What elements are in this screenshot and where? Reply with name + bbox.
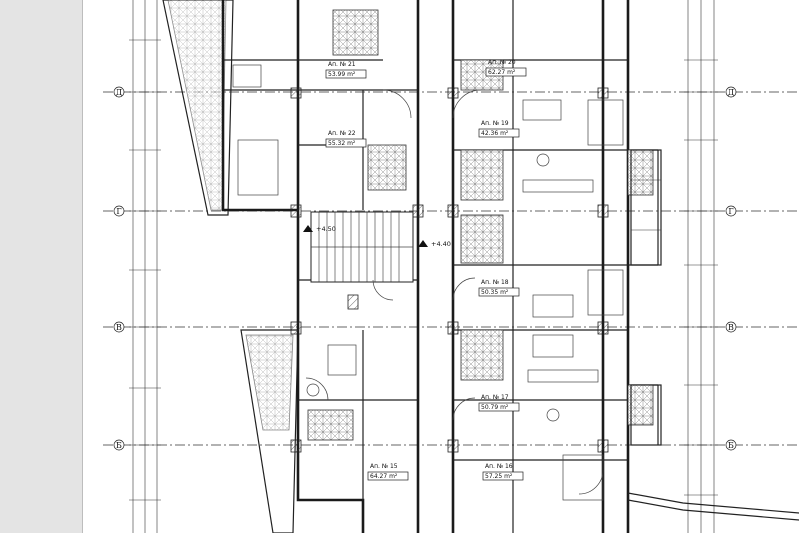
apartment-tag-17: Ап. № 17 50.79 m² — [478, 394, 520, 412]
axis-marker-d: Д Д — [113, 86, 737, 98]
apartment-tag-21: 53.99 m² — [325, 69, 367, 79]
balcony-lower — [240, 329, 299, 533]
level-mark-corridor: +4.40 — [418, 240, 451, 248]
exterior-walls — [221, 0, 630, 533]
apartment-tag-15: Ап. № 15 64.27 m² — [367, 463, 409, 481]
structural-columns — [290, 87, 609, 453]
svg-text:50.79 m²: 50.79 m² — [481, 404, 509, 411]
bathroom-tiles — [307, 9, 654, 441]
svg-text:Ап. № 21: Ап. № 21 — [328, 61, 356, 68]
apartment-tag-18: Ап. № 18 50.35 m² — [478, 279, 520, 297]
apartment-tag-19: Ап. № 19 42.36 m² — [478, 120, 520, 138]
axis-marker-v: В В — [113, 321, 737, 333]
right-facade-bays — [630, 149, 662, 446]
apartment-tag-20: Ап. № 20 62.27 m² — [485, 59, 527, 77]
staircase — [310, 211, 414, 283]
apartment-tag-21-label: Ап. № 21 — [328, 61, 356, 68]
svg-text:В: В — [116, 323, 122, 332]
balcony-bottom-right — [627, 492, 799, 521]
page-edge — [82, 0, 83, 533]
svg-text:Ап. № 18: Ап. № 18 — [481, 279, 509, 286]
svg-text:57.25 m²: 57.25 m² — [485, 473, 513, 480]
door-swings — [305, 89, 604, 495]
floor-plan: Д Д Г Г В В Б Б — [103, 0, 799, 533]
svg-text:Г: Г — [728, 207, 733, 216]
svg-text:Д: Д — [728, 88, 735, 97]
svg-text:В: В — [728, 323, 734, 332]
svg-text:55.32 m²: 55.32 m² — [328, 140, 356, 147]
svg-text:Б: Б — [116, 441, 122, 450]
svg-text:+4.40: +4.40 — [431, 240, 451, 248]
svg-text:Ап. № 20: Ап. № 20 — [488, 59, 516, 66]
svg-text:Г: Г — [116, 207, 121, 216]
svg-text:50.35 m²: 50.35 m² — [481, 289, 509, 296]
viewer-background — [0, 0, 82, 533]
interior-walls — [223, 0, 659, 533]
svg-text:Б: Б — [728, 441, 734, 450]
axis-marker-g: Г Г — [113, 205, 737, 217]
svg-text:42.36 m²: 42.36 m² — [481, 130, 509, 137]
svg-text:Д: Д — [116, 88, 123, 97]
left-dimension-lines — [129, 0, 161, 533]
furniture — [232, 64, 624, 501]
level-mark-stair: +4.50 — [303, 225, 336, 233]
right-dimension-lines — [684, 0, 718, 533]
svg-text:Ап. № 17: Ап. № 17 — [481, 394, 509, 401]
axis-marker-b: Б Б — [113, 439, 737, 451]
svg-text:64.27 m²: 64.27 m² — [370, 473, 398, 480]
svg-text:62.27 m²: 62.27 m² — [488, 69, 516, 76]
svg-text:Ап. № 16: Ап. № 16 — [485, 463, 513, 470]
svg-text:Ап. № 22: Ап. № 22 — [328, 130, 356, 137]
svg-text:+4.50: +4.50 — [316, 225, 336, 233]
svg-text:53.99 m²: 53.99 m² — [328, 71, 356, 78]
apartment-tag-16: Ап. № 16 57.25 m² — [482, 463, 524, 481]
svg-text:Ап. № 15: Ап. № 15 — [370, 463, 398, 470]
drawing-page[interactable]: Д Д Г Г В В Б Б — [83, 0, 799, 533]
svg-text:Ап. № 19: Ап. № 19 — [481, 120, 509, 127]
apartment-tag-22: Ап. № 22 55.32 m² — [325, 130, 367, 148]
